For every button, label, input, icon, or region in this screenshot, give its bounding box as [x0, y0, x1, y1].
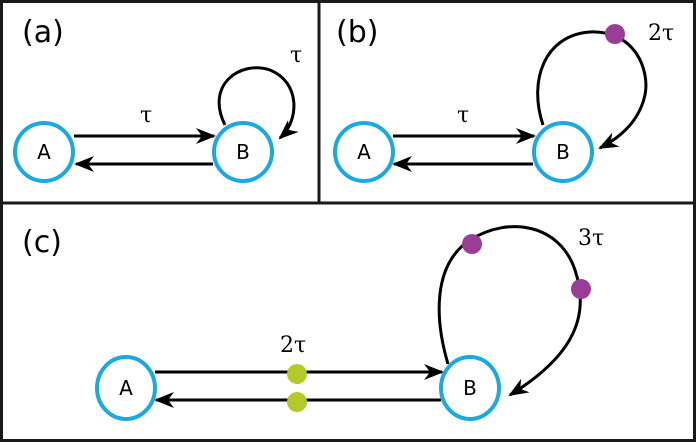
- node-a-label: A: [37, 140, 51, 164]
- node-a: [95, 355, 157, 421]
- delay-dot: [287, 364, 307, 384]
- delay-label-a-b: 2τ: [280, 333, 306, 358]
- self-loop-b: [437, 225, 582, 397]
- delay-dot: [462, 234, 482, 254]
- delay-label-self-loop: 3τ: [578, 226, 604, 251]
- self-loop-b: [217, 66, 299, 140]
- node-a-label: A: [119, 376, 133, 400]
- panel-b-label: (b): [336, 15, 378, 50]
- node-b-label: B: [463, 376, 477, 400]
- node-a: [13, 121, 75, 183]
- node-b-label: B: [236, 140, 250, 164]
- panel-b: (b) τ 2τ A B: [333, 15, 674, 183]
- delay-dot: [571, 279, 591, 299]
- delay-label-self-loop: τ: [290, 43, 302, 68]
- node-b: [439, 355, 501, 421]
- node-b: [212, 121, 274, 183]
- delay-label-a-b: τ: [457, 103, 469, 128]
- panel-c-label: (c): [22, 225, 62, 260]
- delay-label-self-loop: 2τ: [648, 21, 674, 46]
- delay-dot: [605, 24, 625, 44]
- panel-a: (a) τ τ A B: [13, 15, 302, 183]
- node-b-label: B: [556, 140, 570, 164]
- node-a: [333, 121, 395, 183]
- delay-label-a-b: τ: [140, 103, 152, 128]
- self-loop-b: [536, 30, 648, 150]
- node-a-label: A: [357, 140, 371, 164]
- node-b: [532, 121, 594, 183]
- panel-c: (c) 2τ 3τ A B: [22, 225, 604, 421]
- delay-dot: [287, 392, 307, 412]
- panel-a-label: (a): [22, 15, 64, 50]
